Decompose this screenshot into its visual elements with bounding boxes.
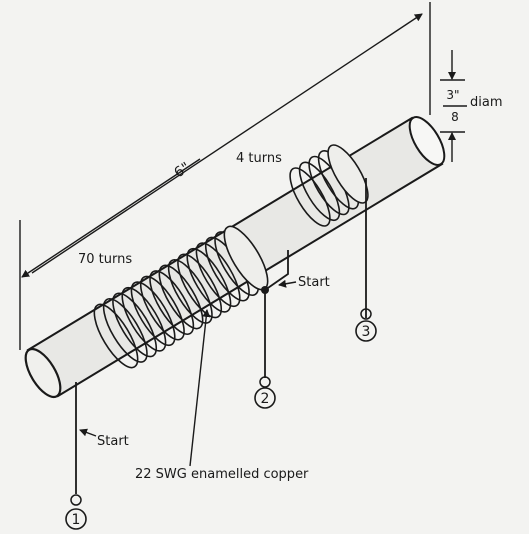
start-lower-arrow (79, 428, 97, 437)
start-upper-label: Start (298, 275, 330, 290)
terminal-3-label: 3 (362, 324, 371, 340)
diameter-dimension (440, 50, 467, 162)
lead-2-start-link (264, 250, 289, 291)
coil-turn (167, 259, 213, 324)
coil-turn (289, 167, 331, 227)
wire-spec-arrow (189, 309, 211, 467)
junction-dot (261, 286, 269, 294)
terminal-2: 2 (254, 376, 276, 409)
coil-turn (112, 292, 158, 358)
coil-turn (102, 298, 148, 363)
coil-turn (121, 286, 167, 352)
length-arrow-left (21, 158, 201, 278)
coil-turn (93, 303, 139, 369)
start-lower-label: Start (97, 434, 129, 449)
start-upper-arrow (278, 279, 297, 288)
diameter-word: diam (470, 95, 503, 110)
wire-spec-label: 22 SWG enamelled copper (135, 467, 309, 482)
lead-wires (75, 178, 367, 494)
coil-turn (195, 242, 241, 308)
diameter-numerator: 3" (446, 88, 459, 102)
coil-turn (327, 144, 369, 204)
length-label: 6" (171, 160, 193, 182)
diameter-denominator: 8 (451, 110, 459, 124)
terminal-3: 3 (355, 308, 377, 342)
coil-turn (158, 264, 204, 330)
coil-turn (139, 275, 185, 341)
coil-turn (298, 161, 341, 222)
terminal-2-label: 2 (261, 391, 270, 407)
coil-turn (149, 270, 195, 335)
winding-4-turns (289, 144, 369, 227)
terminal-1: 1 (65, 494, 87, 530)
turns-small-label: 4 turns (236, 151, 282, 166)
terminal-1-label: 1 (72, 512, 81, 528)
turns-large-label: 70 turns (78, 252, 132, 267)
winding-70-turns (93, 225, 269, 369)
length-arrow-right (31, 13, 423, 274)
coil-turn (186, 247, 232, 313)
coil-turn (177, 253, 223, 319)
coil-turn (130, 281, 176, 347)
length-dimension (19, 2, 431, 350)
